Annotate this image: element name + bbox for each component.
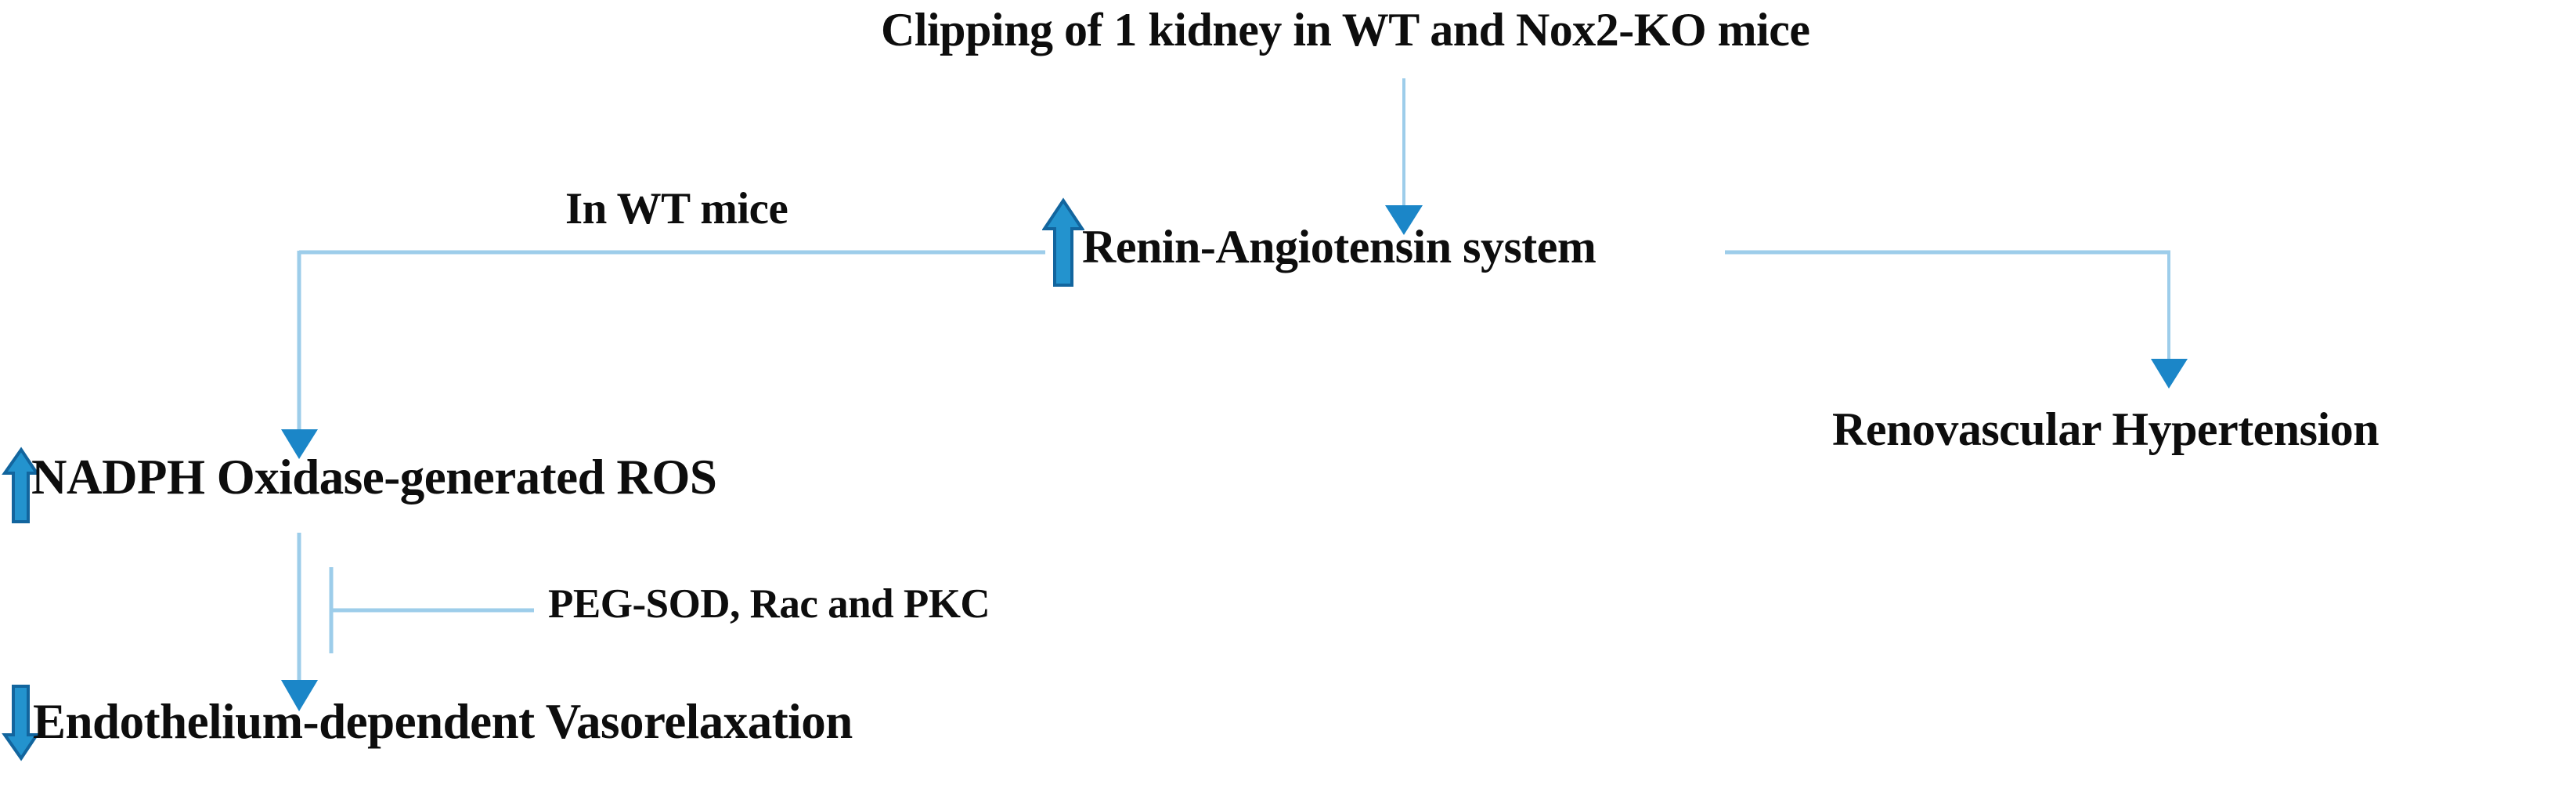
node-label-renin-angiotensin-system: Renin-Angiotensin system bbox=[1082, 221, 1596, 273]
up-arrow-icon bbox=[1042, 197, 1084, 287]
node-label-renovascular-hypertension: Renovascular Hypertension bbox=[1832, 403, 2379, 455]
up-arrow-icon bbox=[2, 447, 39, 523]
edge-renin-to-renovascular bbox=[1725, 250, 2188, 389]
edge-inhibitors-block bbox=[329, 567, 534, 653]
node-label-endothelium-dependent-vasorelaxation: Endothelium-dependent Vasorelaxation bbox=[33, 694, 853, 749]
edge-title-to-renin bbox=[1385, 78, 1423, 235]
edge-renin-to-nadph bbox=[281, 250, 1045, 459]
edge-label-inhibitors: PEG-SOD, Rac and PKC bbox=[548, 581, 990, 627]
page-title: Clipping of 1 kidney in WT and Nox2-KO m… bbox=[881, 4, 1810, 56]
node-label-nadph-oxidase-generated-ros: NADPH Oxidase-generated ROS bbox=[31, 450, 717, 504]
edge-nadph-to-endothelium bbox=[281, 533, 318, 711]
down-arrow-icon bbox=[2, 685, 39, 761]
edge-label-in-wt-mice: In WT mice bbox=[565, 184, 788, 233]
edge-renin-to-renovascular-arrowhead bbox=[2151, 359, 2188, 389]
